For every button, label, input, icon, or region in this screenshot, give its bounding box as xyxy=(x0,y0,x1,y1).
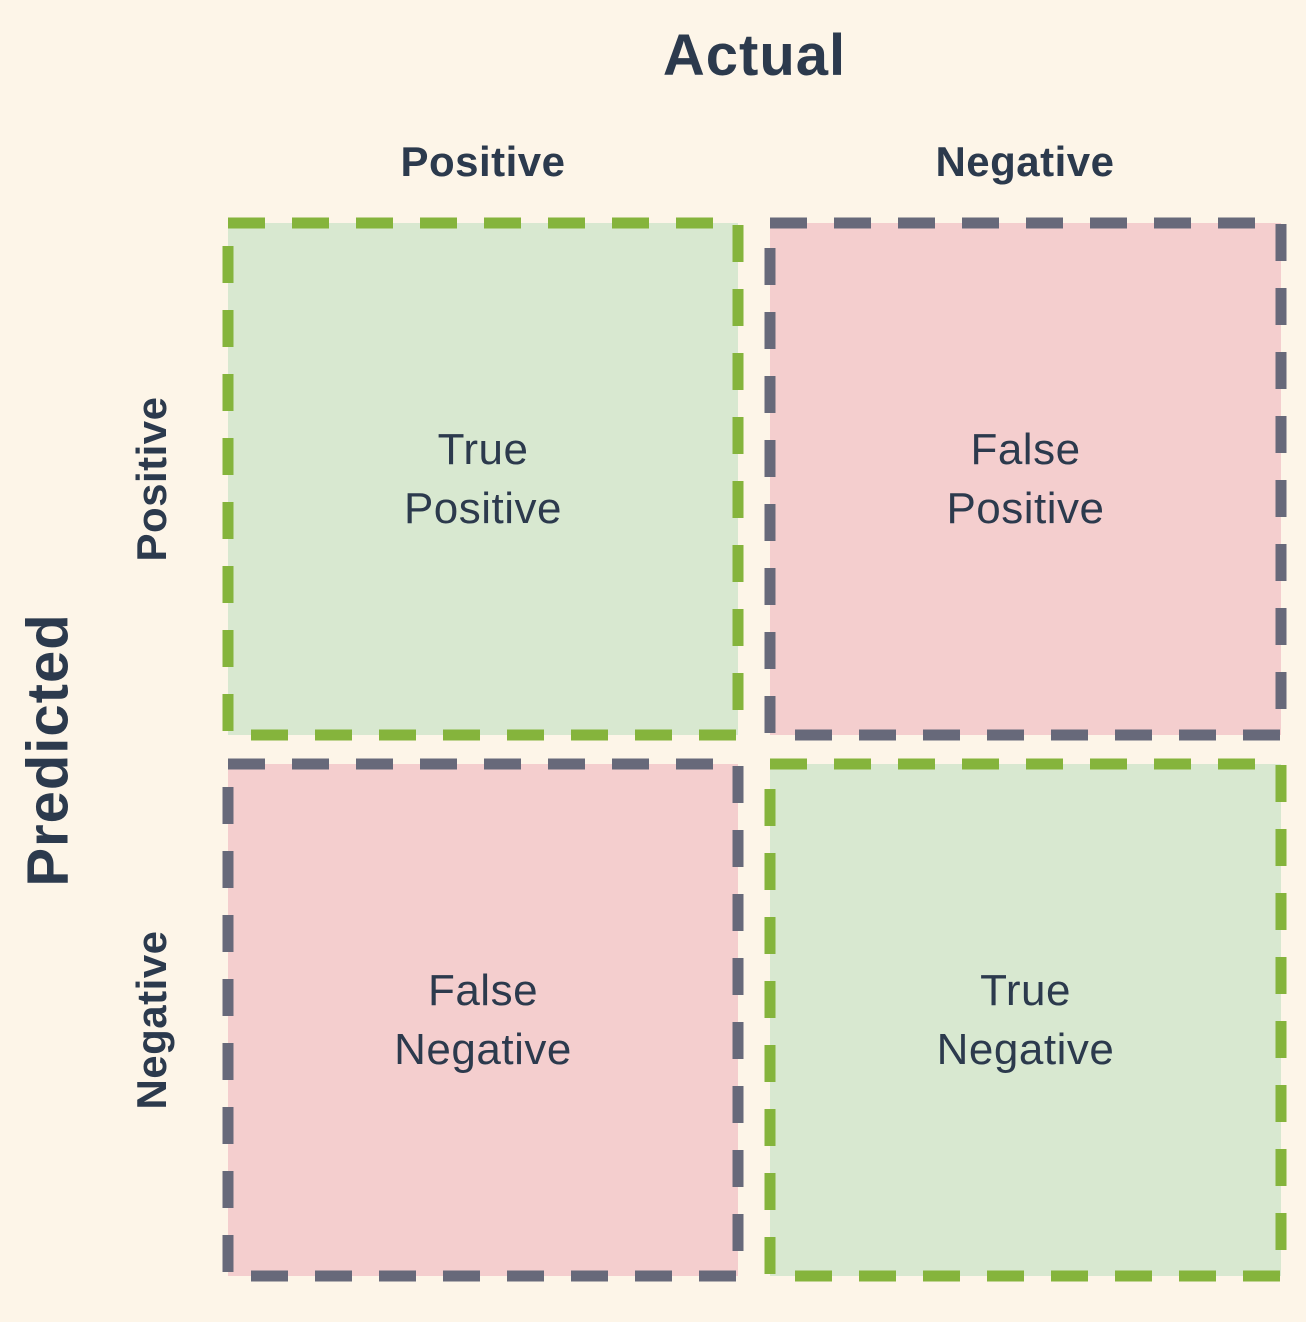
dashed-border-green xyxy=(222,217,744,741)
cell-false-positive-label: False Positive xyxy=(770,223,1281,735)
row-header-positive: Positive xyxy=(128,396,175,562)
cell-true-positive-label: True Positive xyxy=(228,223,738,735)
actual-axis-title: Actual xyxy=(662,23,847,88)
predicted-axis-title: Predicted xyxy=(15,613,81,887)
dashed-border-gray xyxy=(222,758,744,1282)
cell-label-line: False xyxy=(970,424,1081,474)
cell-label-line: Positive xyxy=(946,484,1105,533)
cell-false-positive: False Positive xyxy=(764,217,1287,741)
cell-true-negative: True Negative xyxy=(764,758,1287,1282)
cell-false-negative-label: False Negative xyxy=(228,764,738,1276)
cell-true-negative-label: True Negative xyxy=(770,764,1281,1276)
cell-label-line: True xyxy=(980,965,1071,1015)
column-header-positive: Positive xyxy=(400,138,566,185)
column-header-negative: Negative xyxy=(935,138,1115,185)
cell-label-line: True xyxy=(437,424,529,474)
cell-true-positive: True Positive xyxy=(222,217,744,741)
cell-label-line: False xyxy=(427,965,539,1015)
cell-label-line: Negative xyxy=(394,1025,572,1074)
cell-false-negative: False Negative xyxy=(222,758,744,1282)
cell-label-line: Negative xyxy=(936,1025,1115,1074)
row-header-negative: Negative xyxy=(128,930,175,1110)
dashed-border-gray xyxy=(764,217,1287,741)
dashed-border-green xyxy=(764,758,1287,1282)
cell-label-line: Positive xyxy=(403,484,563,533)
